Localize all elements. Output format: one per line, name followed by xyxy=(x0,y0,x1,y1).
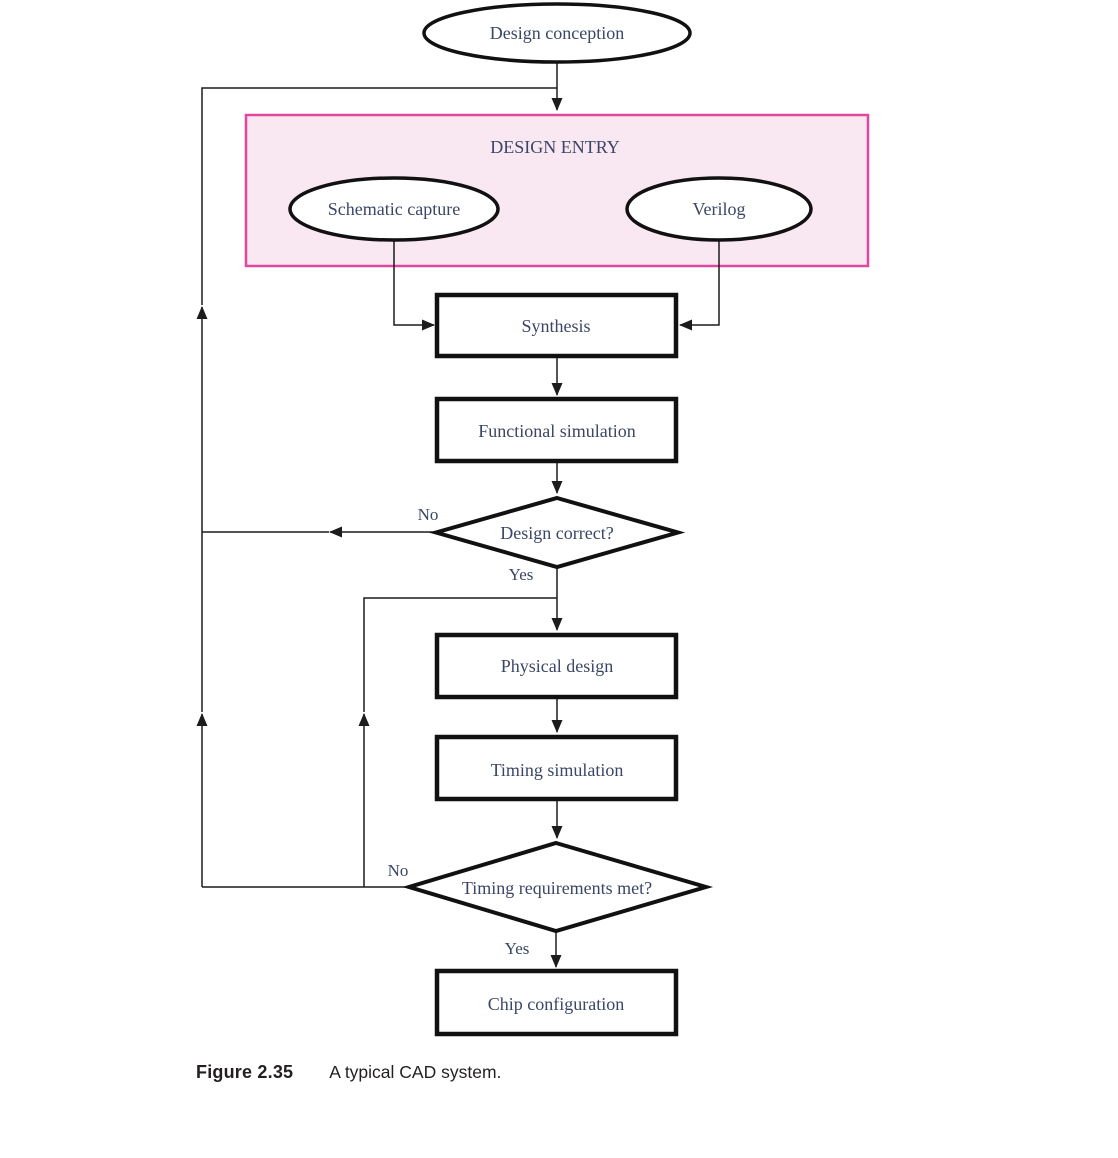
node-timing-requirements-decision xyxy=(402,840,714,934)
node-design-conception-label: Design conception xyxy=(490,23,624,43)
figure-caption-text: A typical CAD system. xyxy=(329,1062,502,1082)
figure-caption-number: Figure 2.35 xyxy=(196,1062,294,1082)
node-chip-configuration xyxy=(434,968,679,1037)
design-correct-no-label: No xyxy=(418,505,439,524)
node-chip-configuration-label: Chip configuration xyxy=(488,994,624,1014)
connector-verilog-to-synthesis xyxy=(679,241,720,331)
node-functional-simulation xyxy=(434,396,679,464)
timing-requirements-yes-label: Yes xyxy=(505,939,530,958)
node-design-conception xyxy=(422,2,692,64)
connector-outer-loop-top xyxy=(201,87,557,305)
node-schematic-capture xyxy=(288,176,500,242)
node-functional-simulation-label: Functional simulation xyxy=(478,421,636,441)
node-timing-simulation-label: Timing simulation xyxy=(491,760,624,780)
flow-connectors xyxy=(196,62,720,968)
node-physical-design xyxy=(434,632,679,700)
connector-schematic-to-synthesis xyxy=(393,241,435,331)
design-entry-title: DESIGN ENTRY xyxy=(490,137,620,157)
node-design-correct-decision xyxy=(428,495,686,570)
connector-inner-loop-top xyxy=(363,597,557,712)
figure-caption: Figure 2.35 A typical CAD system. xyxy=(196,1062,501,1083)
node-timing-simulation xyxy=(434,734,679,802)
node-synthesis-label: Synthesis xyxy=(521,316,590,336)
node-schematic-capture-label: Schematic capture xyxy=(328,199,460,219)
node-verilog xyxy=(625,176,813,242)
node-synthesis xyxy=(434,292,679,359)
node-timing-requirements-label: Timing requirements met? xyxy=(462,878,652,898)
node-physical-design-label: Physical design xyxy=(501,656,614,676)
node-design-correct-label: Design correct? xyxy=(500,523,613,543)
timing-requirements-no-label: No xyxy=(388,861,409,880)
node-verilog-label: Verilog xyxy=(693,199,746,219)
design-correct-yes-label: Yes xyxy=(509,565,534,584)
